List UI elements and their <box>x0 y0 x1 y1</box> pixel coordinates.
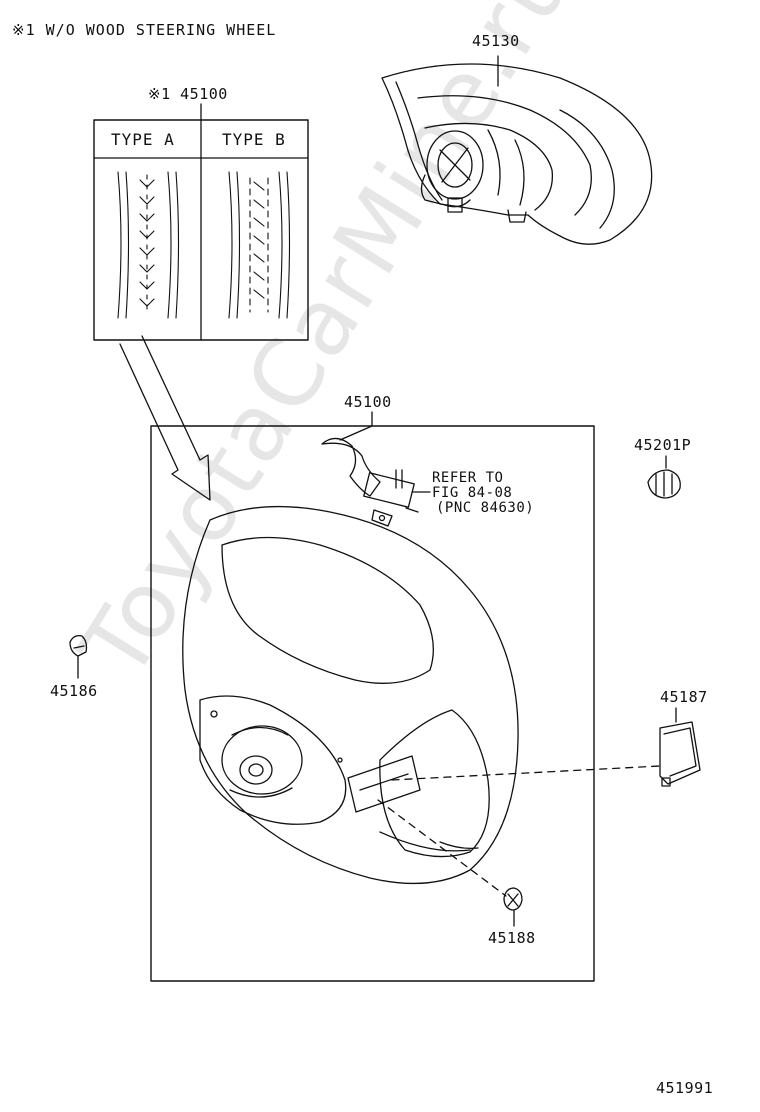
refer-line-3: (PNC 84630) <box>436 500 535 516</box>
airbag-pad-drawing <box>381 55 653 245</box>
type-b-label: TYPE B <box>222 130 286 149</box>
illustration-id: 451991 <box>656 1079 714 1097</box>
cover-45186-drawing <box>69 634 88 679</box>
screw-45188-drawing <box>503 887 523 927</box>
part-number-45201p: 45201P <box>634 436 692 454</box>
screw-45201p-drawing <box>647 455 681 499</box>
part-number-45100: 45100 <box>344 393 392 411</box>
cover-45187-drawing <box>659 707 701 787</box>
note-text: ※1 W/O WOOD STEERING WHEEL <box>12 21 277 39</box>
type-b-stitching <box>228 171 291 319</box>
type-a-label: TYPE A <box>111 130 175 149</box>
switch-drawing <box>321 425 431 527</box>
refer-line-1: REFER TO <box>432 470 504 486</box>
type-a-stitching <box>117 171 180 319</box>
part-number-45186: 45186 <box>50 682 98 700</box>
pointer-arrow <box>119 335 211 501</box>
inset-table <box>93 103 309 341</box>
inset-title: ※1 45100 <box>148 85 228 103</box>
refer-line-2: FIG 84-08 <box>432 485 513 501</box>
part-number-45187: 45187 <box>660 688 708 706</box>
steering-wheel-drawing <box>182 505 661 897</box>
part-number-45130: 45130 <box>472 32 520 50</box>
part-number-45188: 45188 <box>488 929 536 947</box>
